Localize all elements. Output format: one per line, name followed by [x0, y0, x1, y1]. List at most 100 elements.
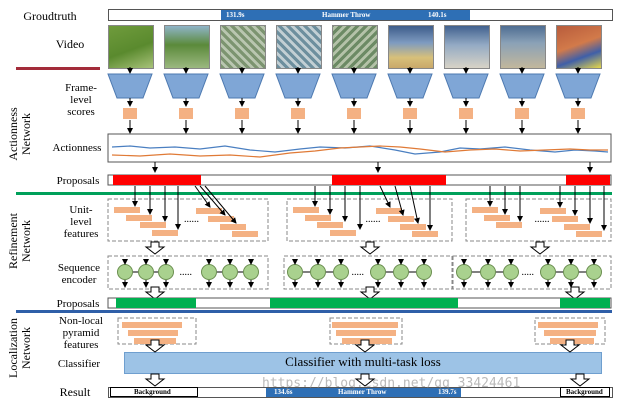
encoder-node: [243, 264, 259, 280]
video-frame-2: [164, 25, 210, 69]
video-frame-3: [220, 25, 266, 69]
sequence-encoder-group: [283, 255, 453, 290]
hollow-arrow-encoder-to-proposal: [564, 286, 586, 300]
groundtruth-segment: [221, 10, 470, 20]
unit-feature-box: [114, 207, 140, 213]
result-label: Hammer Throw: [338, 388, 387, 396]
pyramid-feature-group: [117, 317, 197, 345]
groundtruth-label: Hammer Throw: [322, 11, 371, 19]
unit-feature-box: [293, 207, 319, 213]
hollow-arrow-encoder-to-proposal: [359, 286, 381, 300]
unit-feature-box: [576, 231, 602, 237]
unit-feature-box: [317, 222, 343, 228]
encoder-node: [201, 264, 217, 280]
encoder-node: [370, 264, 386, 280]
frame-score-box: [123, 108, 137, 119]
frame-score-box: [235, 108, 249, 119]
result-end: 139.7s: [438, 388, 457, 396]
pyramid-feature-bar: [544, 330, 596, 336]
groundtruth-end: 140.1s: [428, 11, 447, 19]
result-segment: [266, 388, 461, 397]
cnn-label: CNN: [286, 80, 310, 92]
hollow-arrow-unit-to-encoder: [359, 241, 381, 255]
cnn-label: CNN: [566, 80, 590, 92]
unit-feature-box: [305, 215, 331, 221]
result-left-label: Background: [134, 388, 171, 396]
proposal-green-3: [560, 298, 610, 308]
frame-score-box: [291, 108, 305, 119]
label-sequence-encoder: Sequence encoder: [57, 262, 101, 286]
proposals-bottom-bar: [107, 297, 612, 309]
unit-feature-box: [388, 216, 414, 222]
proposals-top-bar: [107, 174, 612, 186]
encoder-node: [287, 264, 303, 280]
unit-feature-box: [484, 215, 510, 221]
unit-feature-box: [330, 230, 356, 236]
encoder-node: [310, 264, 326, 280]
unit-feature-box: [208, 216, 234, 222]
encoder-node: [456, 264, 472, 280]
video-frame-7: [444, 25, 490, 69]
video-frame-8: [500, 25, 546, 69]
cnn-label: CNN: [510, 80, 534, 92]
pyramid-feature-bar: [134, 338, 176, 344]
label-frame-level-scores: Frame- level scores: [65, 82, 97, 118]
encoder-node: [480, 264, 496, 280]
unit-feature-group: [465, 198, 612, 242]
video-frame-6: [388, 25, 434, 69]
section-localization-network: Localization Network: [6, 318, 33, 378]
encoder-node: [333, 264, 349, 280]
divider-actionness: [16, 67, 100, 70]
hollow-arrow-pyramid-to-classifier: [354, 339, 376, 353]
frame-score-box: [403, 108, 417, 119]
pyramid-feature-bar: [332, 322, 398, 328]
frame-score-box: [571, 108, 585, 119]
arrow-proposal-to-unit: [394, 185, 405, 216]
divider-refinement: [16, 192, 612, 195]
sequence-encoder-group: [107, 255, 269, 290]
watermark: https://blog.csdn.net/qq_33424461: [262, 376, 521, 391]
arrow-proposal-to-unit: [194, 185, 211, 208]
unit-feature-box: [496, 222, 522, 228]
cnn-label: CNN: [118, 80, 142, 92]
encoder-node: [563, 264, 579, 280]
unit-feature-box: [232, 231, 258, 237]
label-non-local-pyramid-features: Non-local pyramid features: [59, 315, 103, 351]
encoder-node: [586, 264, 602, 280]
encoder-node: [503, 264, 519, 280]
section-refinement-network: Refinement Network: [6, 213, 33, 269]
label-proposals-top: Proposals: [56, 175, 100, 187]
encoder-node: [158, 264, 174, 280]
pyramid-feature-bar: [336, 330, 396, 336]
sequence-encoder-group: [452, 255, 612, 290]
ellipsis: .....: [180, 267, 193, 278]
section-actionness-network: Actionness Network: [6, 107, 33, 161]
frame-score-box: [179, 108, 193, 119]
label-result: Result: [59, 385, 91, 399]
label-video: Video: [55, 37, 85, 51]
unit-feature-box: [220, 224, 246, 230]
encoder-node: [117, 264, 133, 280]
actionness-curve-blue: [111, 145, 609, 155]
hollow-arrow-encoder-to-proposal: [144, 286, 166, 300]
encoder-node: [393, 264, 409, 280]
unit-feature-box: [472, 207, 498, 213]
unit-feature-box: [540, 208, 566, 214]
ellipsis: ......: [535, 214, 550, 225]
result-start: 134.6s: [274, 388, 293, 396]
groundtruth-start: 131.9s: [226, 11, 245, 19]
label-actionness: Actionness: [52, 142, 102, 154]
result-right-label: Background: [566, 388, 603, 396]
unit-feature-box: [552, 216, 578, 222]
encoder-node: [416, 264, 432, 280]
pyramid-feature-bar: [122, 322, 182, 328]
unit-feature-group: [286, 198, 453, 242]
ellipsis: .....: [352, 267, 365, 278]
pyramid-feature-group: [534, 317, 606, 345]
pyramid-feature-bar: [128, 330, 178, 336]
cnn-label: CNN: [398, 80, 422, 92]
arrow-proposal-to-unit: [199, 185, 226, 216]
unit-feature-box: [196, 208, 222, 214]
ellipsis: ......: [184, 214, 199, 225]
video-frame-5: [332, 25, 378, 69]
